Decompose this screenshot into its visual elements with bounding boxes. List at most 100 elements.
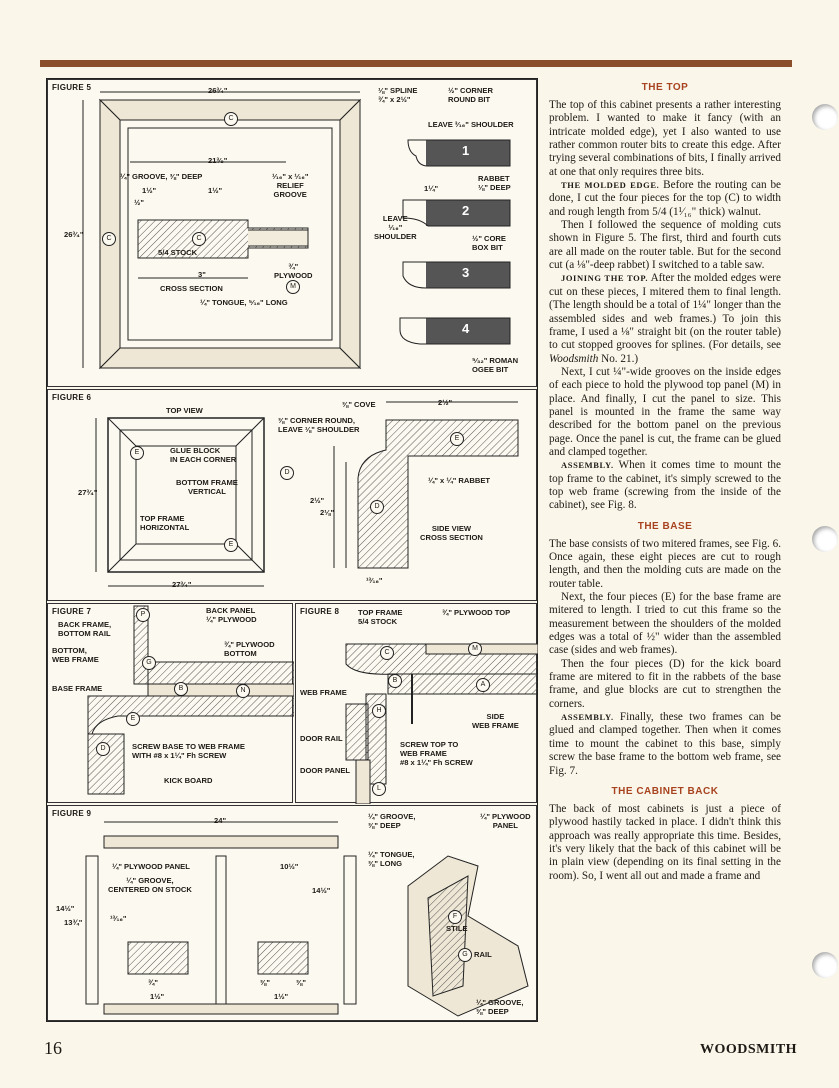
callout-label: ¾" PLYWOOD TOP: [442, 608, 511, 617]
callout-label: ¼" GROOVE, CENTERED ON STOCK: [108, 876, 192, 894]
callout-label: ¼" GROOVE, ⅜" DEEP: [476, 998, 524, 1016]
paragraph: The back of most cabinets is just a piec…: [549, 802, 781, 882]
run-in-heading: THE MOLDED EDGE.: [561, 180, 660, 191]
section-heading: THE CABINET BACK: [611, 785, 719, 797]
dimension-label: 26³⁄₄": [64, 230, 84, 239]
figure-5-drawing: [82, 91, 511, 370]
run-in-heading: ASSEMBLY.: [561, 712, 614, 723]
paragraph: THE MOLDED EDGE. Before the routing can …: [549, 179, 781, 219]
part-marker: D: [96, 742, 110, 756]
callout-label: LEAVE ¹⁄₁₆" SHOULDER: [374, 214, 417, 241]
dimension-label: 27³⁄₄": [78, 488, 98, 497]
figure-6: FIGURE 6 TOP VIEW E GLUE BLOCK IN EACH C…: [47, 389, 537, 601]
dimension-label: 3": [198, 270, 206, 279]
callout-label: KICK BOARD: [164, 776, 213, 785]
figures-panel: FIGURE 5: [46, 78, 538, 1022]
dimension-label: 2½": [310, 496, 325, 505]
dimension-label: 14½": [56, 904, 75, 913]
callout-label: WEB FRAME: [300, 688, 347, 697]
magazine-name: WOODSMITH: [700, 1042, 798, 1057]
dimension-label: 13¾": [64, 918, 83, 927]
part-marker: A: [476, 678, 490, 692]
part-marker: L: [372, 782, 386, 796]
dimension-label: ½": [134, 198, 144, 207]
dimension-label: 1¼": [424, 184, 439, 193]
callout-label: SCREW TOP TO WEB FRAME #8 x 1¼" Fh SCREW: [400, 740, 473, 767]
callout-label: GLUE BLOCK IN EACH CORNER: [170, 446, 237, 464]
caption-label: CROSS SECTION: [160, 284, 223, 293]
part-marker: E: [126, 712, 140, 726]
paragraph: ASSEMBLY. Finally, these two frames can …: [549, 711, 781, 778]
dimension-label: 1½": [274, 992, 289, 1001]
callout-label: STILE: [446, 924, 468, 933]
callout-label: ⅛" SPLINE ¾" x 2½": [378, 86, 418, 104]
paragraph: The top of this cabinet presents a rathe…: [549, 99, 781, 178]
callout-label: ½" CORE BOX BIT: [472, 234, 506, 252]
dimension-label: 10½": [280, 862, 299, 871]
paragraph-text: After the molded edges were cut on these…: [549, 272, 782, 352]
callout-label: DOOR RAIL: [300, 734, 343, 743]
callout-label: 5/4 STOCK: [158, 248, 198, 257]
figure-label: FIGURE 6: [52, 393, 92, 402]
callout-label: SCREW BASE TO WEB FRAME WITH #8 x 1¼" Fh…: [132, 742, 245, 760]
callout-label: LEAVE ³⁄₁₆" SHOULDER: [428, 120, 514, 129]
callout-label: BOTTOM FRAME VERTICAL: [176, 478, 238, 496]
callout-label: ¼" PLYWOOD PANEL: [480, 812, 531, 830]
paragraph-text: Finally, these two frames can be glued a…: [549, 711, 781, 777]
callout-label: ¼" PLYWOOD PANEL: [112, 862, 190, 871]
section-heading: THE BASE: [637, 520, 693, 532]
figure-8: FIGURE 8 TOP FRAME 5/4 STOCK ¾" PLYWOOD …: [295, 603, 538, 804]
callout-label: BACK PANEL ¼" PLYWOOD: [206, 606, 257, 624]
section-heading: THE TOP: [641, 82, 689, 93]
paragraph: ASSEMBLY. When it comes time to mount th…: [549, 459, 781, 512]
callout-label: SIDE WEB FRAME: [472, 712, 519, 730]
dimension-label: 1½": [150, 992, 165, 1001]
step-number: 1: [462, 143, 470, 158]
step-number: 3: [462, 265, 470, 280]
dimension-label: ¾": [148, 978, 158, 987]
dimension-label: ¹³⁄₁₆": [110, 914, 127, 923]
part-marker: G: [458, 948, 472, 962]
callout-label: ¾" PLYWOOD BOTTOM: [224, 640, 275, 658]
figure-7: FIGURE 7 BACK FRAME, BOTTOM RAIL BOTTOM,…: [47, 603, 294, 803]
caption-label: TOP VIEW: [166, 406, 203, 415]
callout-label: BASE FRAME: [52, 684, 103, 693]
part-marker: P: [136, 608, 150, 622]
part-marker: F: [448, 910, 462, 924]
header-rule: [40, 60, 792, 67]
punch-hole: [812, 952, 838, 978]
figure-label: FIGURE 7: [52, 607, 92, 616]
part-marker: E: [130, 446, 144, 460]
callout-label: ⅜" COVE: [342, 400, 376, 409]
caption-label: SIDE VIEW CROSS SECTION: [420, 524, 483, 542]
part-marker: C: [224, 112, 238, 126]
callout-label: RABBET ⅛" DEEP: [478, 174, 511, 192]
paragraph: Then I followed the sequence of molding …: [549, 219, 781, 272]
paragraph: Next, the four pieces (E) for the base f…: [549, 591, 781, 657]
callout-label: ¾" PLYWOOD: [274, 262, 313, 280]
callout-label: DOOR PANEL: [300, 766, 351, 775]
dimension-label: 24": [214, 816, 227, 825]
dimension-label: 27³⁄₄": [172, 580, 192, 589]
part-marker: D: [280, 466, 294, 480]
figure-label: FIGURE 8: [300, 607, 340, 616]
part-marker: C: [192, 232, 206, 246]
dimension-label: ⅜": [296, 978, 306, 987]
part-marker: E: [450, 432, 464, 446]
run-in-heading: JOINING THE TOP.: [561, 273, 649, 284]
callout-label: ½" CORNER ROUND BIT: [448, 86, 493, 104]
part-marker: M: [468, 642, 482, 656]
magazine-reference: Woodsmith: [549, 352, 599, 365]
step-number: 4: [462, 321, 470, 336]
paragraph-text: Before the routing can be done, I cut th…: [549, 179, 782, 218]
figure-9: FIGURE 9 24" ¼" PLYWOOD PANEL ¼" GROOVE,…: [47, 805, 537, 1021]
figure-label: FIGURE 9: [52, 809, 92, 818]
part-marker: B: [388, 674, 402, 688]
callout-label: TOP FRAME 5/4 STOCK: [358, 608, 403, 626]
part-marker: C: [102, 232, 116, 246]
paragraph-text: When it comes time to mount the top fram…: [549, 459, 781, 512]
callout-label: ⅜" CORNER ROUND, LEAVE ⅛" SHOULDER: [278, 416, 360, 434]
part-marker: G: [142, 656, 156, 670]
punch-hole: [812, 104, 838, 130]
part-marker: E: [224, 538, 238, 552]
